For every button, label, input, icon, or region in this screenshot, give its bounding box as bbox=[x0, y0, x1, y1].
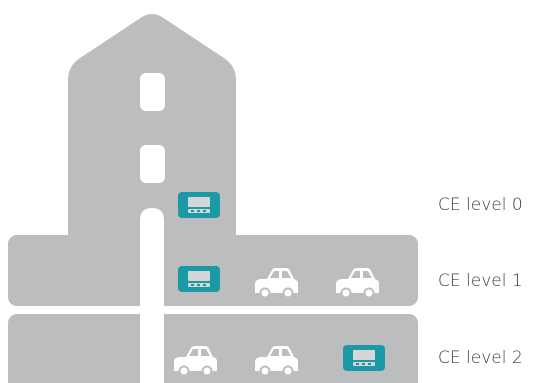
window-top bbox=[140, 73, 165, 111]
level-label-1: CE level 1 bbox=[438, 273, 523, 290]
level-label-0: CE level 0 bbox=[438, 197, 523, 214]
charging-device-icon bbox=[178, 266, 220, 292]
charging-device-icon bbox=[178, 192, 220, 218]
level-label-2: CE level 2 bbox=[438, 350, 523, 367]
vertical-shaft bbox=[140, 208, 164, 383]
window-middle bbox=[140, 145, 165, 183]
charging-device-icon bbox=[343, 345, 385, 371]
